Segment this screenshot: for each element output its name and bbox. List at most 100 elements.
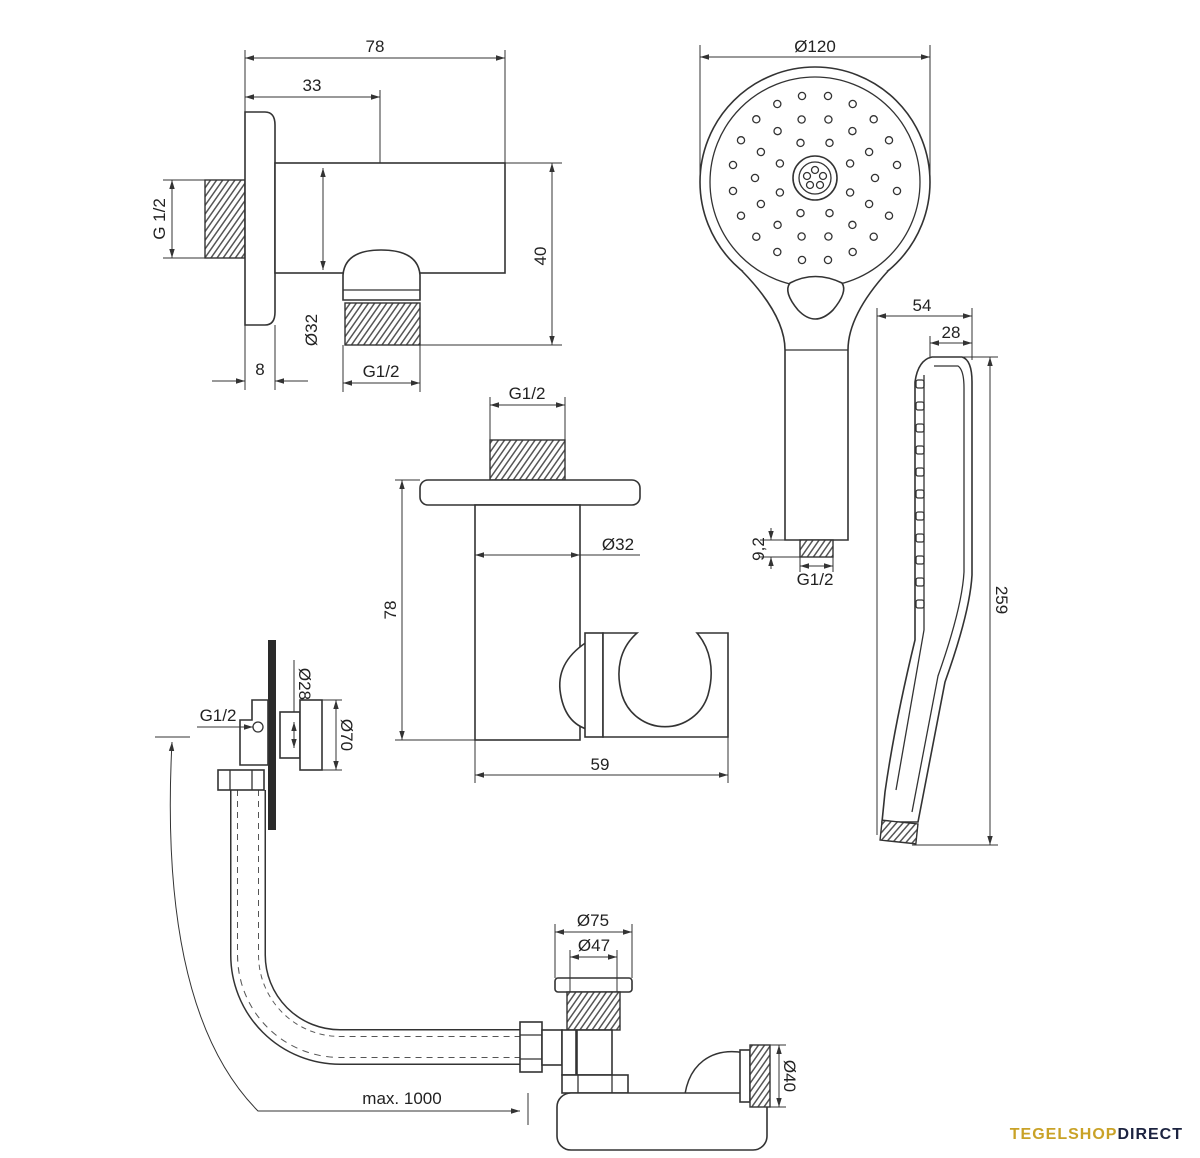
spray-nozzle (825, 138, 834, 148)
spray-nozzle (728, 186, 738, 196)
spray-nozzle (797, 255, 807, 265)
outlet-dome (342, 249, 421, 301)
trap-outlet-collar (739, 1049, 751, 1103)
dimension-label-outlet-offset: 33 (303, 76, 322, 95)
spray-nozzle (773, 126, 782, 136)
center-jet (810, 165, 820, 175)
dimension-label-holder-thread: G1/2 (509, 384, 546, 403)
spray-nozzle (823, 91, 833, 101)
cradle-joint (584, 632, 604, 738)
center-jet (805, 180, 815, 190)
wall-plate (268, 640, 276, 830)
spray-nozzle (848, 99, 857, 109)
spray-nozzle (823, 255, 833, 265)
waste-tee (561, 1029, 577, 1076)
handle-thread (799, 539, 834, 558)
spray-nozzle (824, 232, 833, 241)
dimension-label-body-diameter: Ø32 (302, 314, 321, 346)
dimension-label-waste-inner-diameter: Ø47 (578, 936, 610, 955)
spray-nozzle (848, 220, 857, 230)
dimension-label-flange-thickness: 8 (255, 360, 264, 379)
dimension-label-body-height: 40 (531, 247, 550, 266)
spray-nozzle (864, 199, 874, 209)
fill-connector (239, 699, 269, 766)
spray-nozzle (884, 211, 894, 220)
spray-nozzle (773, 99, 782, 109)
dimension-label-max-length: max. 1000 (362, 1089, 441, 1108)
dimension-label-thread-length: 9,2 (749, 537, 768, 561)
side-nozzle (915, 577, 925, 587)
inlet-thread (204, 179, 246, 259)
fill-nut (217, 769, 265, 791)
dimension-label-length: 259 (992, 586, 1011, 614)
spray-nozzle (870, 173, 880, 183)
spray-nozzle (869, 115, 878, 124)
shower-side-outline (881, 356, 973, 823)
brand-logo: TEGELSHOPDIRECT (1010, 1126, 1183, 1143)
side-nozzle (915, 511, 925, 521)
dimension-line-max-length (168, 741, 520, 1114)
spray-nozzle (797, 115, 806, 124)
dimension-label-holder-height: 78 (381, 601, 400, 620)
shower-side-face (895, 375, 925, 791)
spray-nozzles (728, 91, 902, 265)
spray-nozzle (750, 173, 760, 183)
cradle-pivot (558, 638, 591, 732)
waste-cap (554, 977, 633, 993)
dimension-label-inner-diameter: Ø28 (295, 668, 314, 700)
spray-nozzle (752, 232, 761, 241)
center-jet (815, 180, 825, 190)
spray-nozzle (756, 147, 766, 157)
pipe-joint (541, 1029, 563, 1066)
spray-nozzle (848, 126, 857, 136)
dimension-label-handle-thread: G1/2 (797, 570, 834, 589)
wall-elbow-drawing: 78 33 G 1/2 40 Ø32 8 G1/2 (150, 37, 562, 392)
spray-nozzle (825, 208, 834, 218)
outlet-thread (344, 302, 421, 346)
spray-nozzle (864, 147, 874, 157)
dimension-label-head-diameter: Ø120 (794, 37, 836, 56)
holder-thread (489, 439, 566, 481)
wall-flange (244, 111, 276, 326)
dimension-label-total-length: 78 (366, 37, 385, 56)
cradle-holder (602, 632, 729, 738)
bath-fill-waste-drawing: max. 1000 G1/2 Ø28 Ø70 (155, 640, 799, 1151)
spray-nozzle (845, 188, 855, 197)
shower-holder-drawing: G1/2 Ø32 78 59 (381, 384, 729, 783)
spray-nozzle (796, 138, 805, 148)
hand-shower-side-drawing: 54 28 259 (876, 296, 1011, 846)
spray-nozzle (869, 232, 878, 241)
spray-nozzle (892, 186, 902, 196)
shower-side-inner-contour (911, 365, 965, 813)
spray-nozzle (752, 115, 761, 124)
pipe-nut (519, 1021, 543, 1073)
dimension-label-holder-depth: 59 (591, 755, 610, 774)
spray-nozzle (775, 159, 785, 168)
center-nozzle-inner (798, 161, 832, 195)
spray-nozzle (824, 115, 833, 124)
trap-body (556, 1092, 768, 1151)
overflow-pipe-inner-fill (238, 790, 522, 1057)
side-nozzle (915, 401, 925, 411)
spray-nozzle (845, 159, 855, 168)
center-jet (802, 171, 812, 181)
spray-nozzle (756, 199, 766, 209)
spray-nozzle (797, 91, 807, 101)
spray-nozzle (775, 188, 785, 197)
center-nozzle-jets (802, 165, 828, 190)
dimension-label-holder-diameter: Ø32 (602, 535, 634, 554)
trap-outlet-thread (749, 1044, 771, 1108)
side-nozzle (915, 467, 925, 477)
dimension-label-fill-thread: G1/2 (200, 706, 237, 725)
dimension-label-head-depth: 28 (942, 323, 961, 342)
dimension-label-outer-diameter: Ø70 (337, 719, 356, 751)
spray-nozzle (884, 136, 894, 145)
spray-nozzle (773, 247, 782, 257)
overflow-pipe (230, 790, 522, 1065)
side-nozzle (915, 533, 925, 543)
waste-nut (561, 1074, 629, 1094)
dimension-label-outlet-thread: G1/2 (363, 362, 400, 381)
center-jet (818, 171, 828, 181)
fill-spout-stem (279, 711, 301, 759)
